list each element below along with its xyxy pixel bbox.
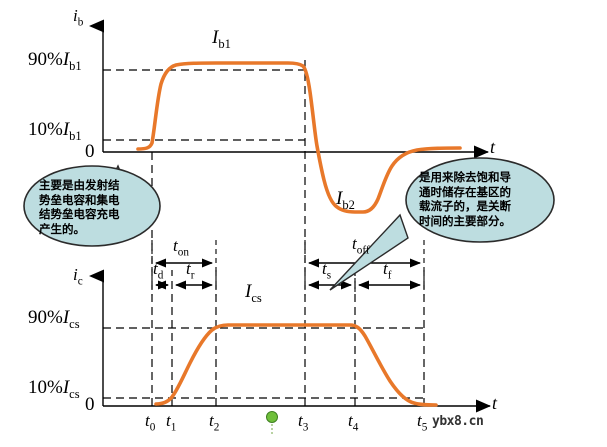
timing-brackets [151, 240, 425, 296]
label-t-r: tr [186, 259, 195, 282]
top-level-90-label: 90%Ib1 [28, 49, 82, 73]
top-x-axis-label: t [490, 137, 496, 157]
callout-left [23, 164, 161, 247]
callout-left-tail-fill [110, 170, 126, 187]
label-t-f: tf [383, 259, 392, 282]
green-pin-icon [266, 411, 278, 436]
callout-right [329, 157, 555, 291]
top-zero-label: 0 [85, 141, 95, 162]
top-y-axis-label: ib [73, 6, 84, 29]
label-t-on: ton [173, 236, 189, 259]
bottom-plot-axes [89, 269, 491, 413]
label-t-s: ts [322, 259, 332, 282]
label-t-off: toff [352, 234, 370, 257]
callout-left-text: 主要是由发射结 势垒电容和集电 结势垒电容充电 产生的。 [39, 178, 120, 236]
label-t-d: td [153, 259, 164, 282]
top-plot-gridlines [103, 69, 305, 141]
ib-curve [136, 61, 462, 214]
top-plot-axes [89, 19, 489, 159]
time-mark-t1: t1 [166, 411, 177, 434]
bottom-level-90-label: 90%Ics [28, 307, 80, 331]
time-mark-t3: t3 [298, 411, 309, 434]
time-mark-t0: t0 [145, 411, 156, 434]
time-mark-t2: t2 [209, 411, 220, 434]
ib1-curve-label: Ib1 [212, 27, 231, 51]
bottom-zero-label: 0 [85, 394, 95, 415]
ib2-curve-label: Ib2 [336, 188, 355, 212]
callout-right-bubble [405, 157, 555, 243]
ic-curve [154, 323, 438, 407]
bottom-level-10-label: 10%Ics [28, 377, 80, 401]
callout-right-text: 是用来除去饱和导 通时储存在基区的 载流子的，是关断 时间的主要部分。 [419, 170, 511, 228]
time-mark-t5: t5 [417, 411, 428, 434]
bottom-y-axis-label: ic [73, 265, 83, 288]
watermark-text: ybx8.cn [432, 414, 484, 429]
callout-right-tail [329, 213, 409, 291]
bottom-plot-vertical-dashed [151, 270, 425, 406]
bottom-x-axis-label: t [492, 393, 498, 413]
top-level-10-label: 10%Ib1 [28, 119, 82, 143]
bottom-plot-gridlines [103, 327, 424, 399]
ics-curve-label: Ics [245, 281, 262, 305]
time-mark-t4: t4 [348, 411, 359, 434]
